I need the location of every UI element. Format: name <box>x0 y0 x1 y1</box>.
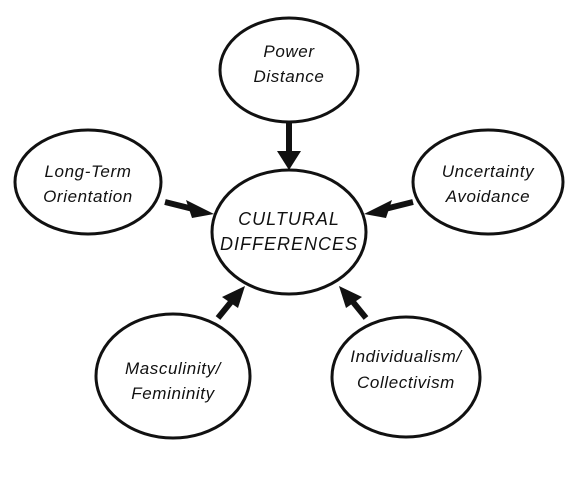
node-power-distance: Power Distance <box>218 16 360 124</box>
node-uncertainty-avoidance-line2: Avoidance <box>445 187 530 206</box>
node-power-distance-line2: Distance <box>254 67 325 86</box>
node-long-term-orientation-line2: Orientation <box>43 187 133 206</box>
node-long-term-orientation: Long-Term Orientation <box>13 128 163 236</box>
node-masculinity-femininity-line2: Femininity <box>131 384 215 403</box>
arrow-uncertainty-avoidance <box>364 199 414 218</box>
arrow-power-distance <box>277 123 301 170</box>
node-uncertainty-avoidance-line1: Uncertainty <box>442 162 535 181</box>
node-masculinity-femininity: Masculinity/ Femininity <box>94 312 252 440</box>
node-power-distance-line1: Power <box>263 42 315 61</box>
node-individualism-collectivism-line2: Collectivism <box>357 373 455 392</box>
arrow-masculinity-femininity <box>215 286 245 320</box>
node-masculinity-femininity-line1: Masculinity/ <box>125 359 223 378</box>
arrow-long-term-orientation <box>164 199 214 218</box>
node-uncertainty-avoidance: Uncertainty Avoidance <box>411 128 565 236</box>
center-line2: DIFFERENCES <box>220 234 358 254</box>
arrow-individualism-collectivism <box>339 286 369 320</box>
center-line1: CULTURAL <box>238 209 340 229</box>
node-individualism-collectivism: Individualism/ Collectivism <box>330 315 482 439</box>
node-individualism-collectivism-line1: Individualism/ <box>350 347 463 366</box>
node-long-term-orientation-line1: Long-Term <box>45 162 132 181</box>
node-cultural-differences: CULTURAL DIFFERENCES <box>210 168 368 296</box>
